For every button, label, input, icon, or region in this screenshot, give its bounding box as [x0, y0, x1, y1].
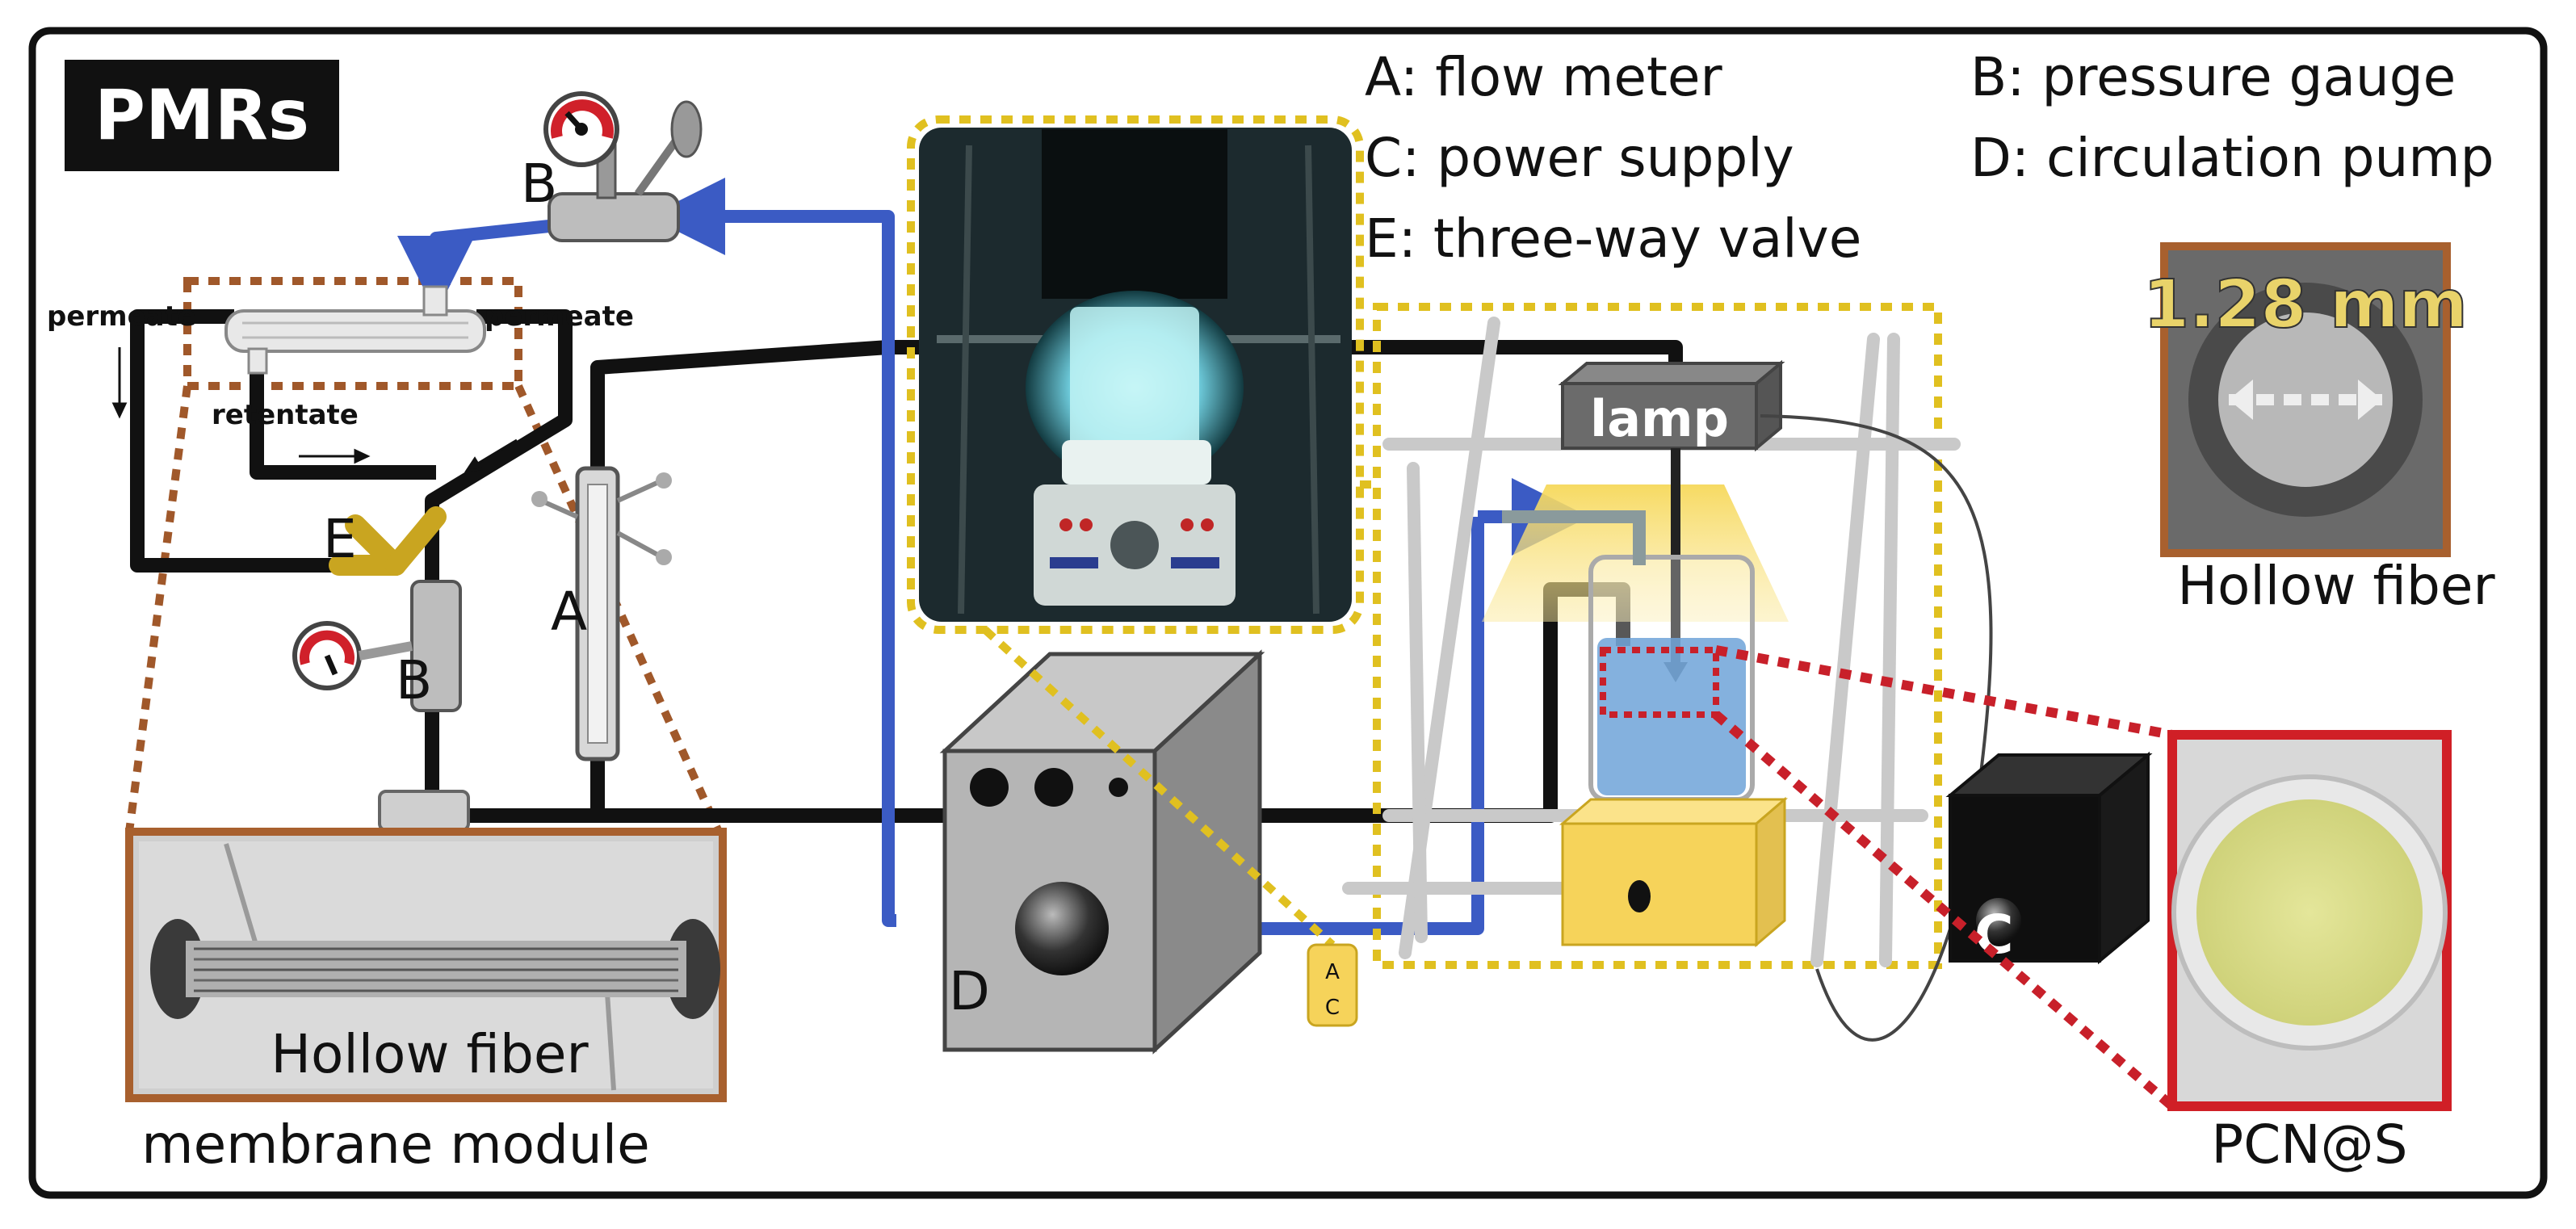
circulation-pump: D [939, 649, 1265, 1055]
flow-meter: A [531, 466, 672, 761]
pmrs-badge: PMRs [65, 60, 339, 171]
module-caption-line1: Hollow fiber [271, 1023, 589, 1085]
flow-meter-label: A [551, 581, 587, 643]
pressure-gauge-bottom: B [292, 580, 462, 712]
power-supply: C [1945, 751, 2153, 966]
hollow-fiber-scale-label: 1.28 mm [2143, 266, 2468, 343]
hollow-fiber-inset: 1.28 mm Hollow fiber [2142, 242, 2495, 617]
legend-b: B: pressure gauge [1970, 46, 2456, 108]
small-box-c-label: C [1325, 996, 1340, 1020]
hollow-fiber-caption: Hollow fiber [2177, 555, 2495, 617]
reactor-beaker [1588, 555, 1755, 802]
pcn-caption: PCN@S [2211, 1114, 2407, 1176]
gauge-bottom-label: B [396, 649, 432, 711]
legend-d: D: circulation pump [1970, 127, 2494, 189]
permeate-right-label: permeate [485, 300, 634, 333]
legend: A: flow meter B: pressure gauge C: power… [1365, 46, 2494, 270]
lamp-label: lamp [1590, 389, 1729, 448]
membrane-module-small [224, 285, 486, 375]
valve-label: E [323, 508, 357, 570]
small-box-a-label: A [1325, 960, 1340, 984]
membrane-module-inset: Hollow fiber membrane module [125, 828, 727, 1176]
pressure-gauge-top: B [521, 91, 703, 242]
retentate-label: retentate [212, 399, 359, 431]
power-supply-label: C [1974, 904, 2013, 966]
module-zoom-outline [125, 277, 723, 834]
stirrer [1559, 796, 1789, 948]
module-caption-line2: membrane module [141, 1114, 649, 1176]
flow-direction-arrows [111, 347, 518, 472]
pipe-fitting [378, 790, 470, 832]
permeate-left-label: permeate [47, 300, 196, 333]
catalyst-zoom-lines [1713, 645, 2175, 1110]
pmrs-badge-text: PMRs [94, 75, 309, 156]
legend-c: C: power supply [1365, 127, 1794, 189]
legend-e: E: three-way valve [1365, 208, 1861, 270]
reactor-photo [907, 115, 1364, 634]
reactor-zoom-outline [982, 303, 1942, 969]
pump-label: D [949, 960, 990, 1022]
three-way-valve: E [323, 506, 447, 576]
pcn-inset: PCN@S [2167, 730, 2452, 1176]
grey-return-pipe [1502, 510, 1646, 565]
legend-a: A: flow meter [1365, 46, 1722, 108]
small-ac-box: A C [1307, 943, 1358, 1027]
gauge-top-label: B [521, 153, 557, 215]
